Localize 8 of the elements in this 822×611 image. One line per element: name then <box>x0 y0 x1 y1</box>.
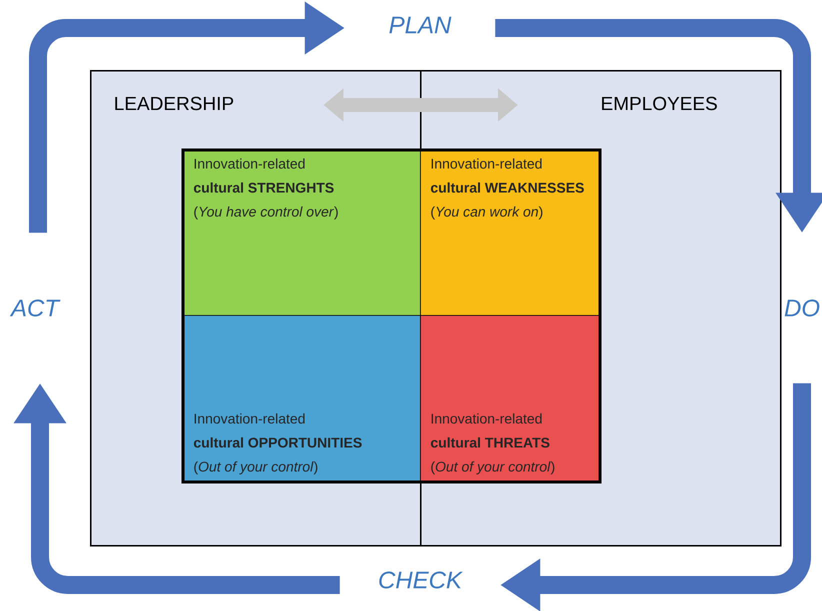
cycle-label: PLAN <box>389 16 452 34</box>
cycle-label: ACT <box>10 300 60 316</box>
quadrant-box: Innovation-related cultural WEAKNESSES (You can work on) <box>420 150 601 316</box>
cycle-label: CHECK <box>379 572 463 588</box>
cycle-label: DO <box>784 300 820 316</box>
quadrant-box: Innovation-related cultural OPPORTUNITIES (Out of your control) <box>183 315 421 483</box>
quadrant-box: Innovation-related cultural THREATS (Out of your control) <box>420 315 601 483</box>
quadrant-box: Innovation-related cultural STRENGHTS (You have control over) <box>183 150 421 316</box>
